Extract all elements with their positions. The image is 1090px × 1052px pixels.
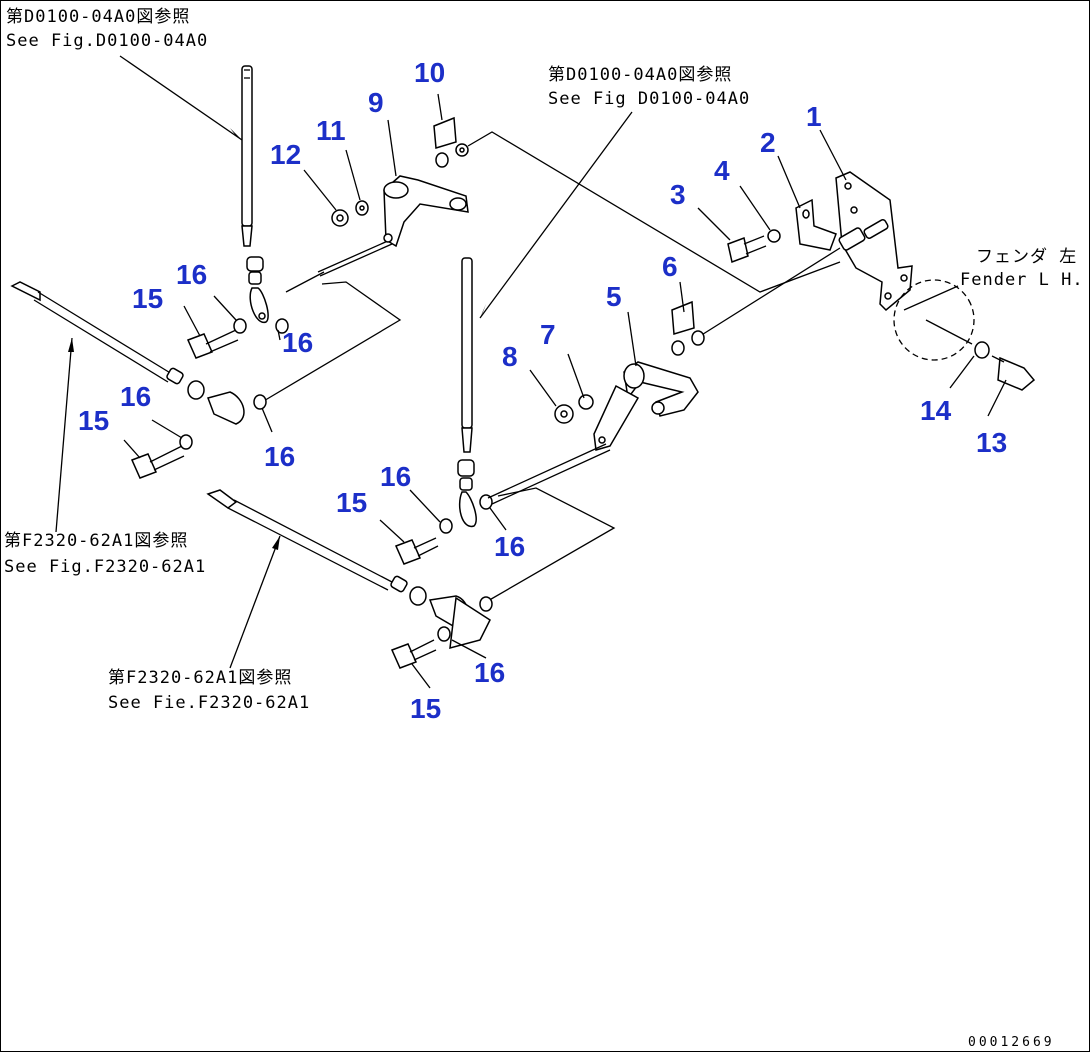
callout-15-d: 15 xyxy=(410,693,441,724)
reference-leaders xyxy=(55,55,959,669)
bracket-part-1 xyxy=(835,171,913,312)
callout-16-c: 16 xyxy=(120,381,151,412)
ref-b-en: See Fig D0100-04A0 xyxy=(548,89,750,109)
bolt-part-15-upper xyxy=(186,329,239,359)
rod-end-left xyxy=(246,256,269,323)
callout-15-b: 15 xyxy=(78,405,109,436)
clamp-part-2 xyxy=(795,198,837,251)
washer-part-6 xyxy=(671,300,705,356)
fender-disc xyxy=(893,279,975,361)
long-rod-left xyxy=(10,281,245,425)
ref-a-en: See Fig.D0100-04A0 xyxy=(6,31,208,51)
assembly-lines xyxy=(261,131,841,603)
callout-4: 4 xyxy=(714,155,730,186)
lever-part-5 xyxy=(487,361,699,505)
bolt-part-15-middle xyxy=(130,445,185,479)
ref-a-jp: 第D0100-04A0図参照 xyxy=(6,7,190,27)
upper-rod-left xyxy=(241,65,253,247)
callout-16-d: 16 xyxy=(264,441,295,472)
long-rod-lower xyxy=(206,489,493,650)
nut-part-8 xyxy=(554,404,574,424)
callout-16-g: 16 xyxy=(474,657,505,688)
bolt-part-3 xyxy=(727,235,767,264)
callout-9: 9 xyxy=(368,87,384,118)
callout-8: 8 xyxy=(502,341,518,372)
bolt-part-15-lower xyxy=(390,639,437,669)
callout-16-b: 16 xyxy=(282,327,313,358)
callout-3: 3 xyxy=(670,179,686,210)
washer-part-4 xyxy=(767,229,781,243)
callout-14: 14 xyxy=(920,395,952,426)
callout-12: 12 xyxy=(270,139,301,170)
nut-part-10 xyxy=(433,116,469,168)
drawing-number: 00012669 xyxy=(968,1035,1055,1050)
center-rod xyxy=(457,257,477,528)
washer-part-7 xyxy=(578,394,594,410)
fender-jp: フェンダ 左 xyxy=(976,247,1077,267)
callout-leaders xyxy=(123,93,1007,689)
washer-part-14 xyxy=(974,341,990,359)
nut-part-11 xyxy=(355,200,369,216)
callout-15-c: 15 xyxy=(336,487,367,518)
ref-b-jp: 第D0100-04A0図参照 xyxy=(548,65,732,85)
callout-numbers: 1 2 3 4 5 6 7 8 9 10 11 12 13 14 15 15 1… xyxy=(78,57,1007,724)
callout-15-a: 15 xyxy=(132,283,163,314)
nut-part-12 xyxy=(331,209,349,227)
callout-16-f: 16 xyxy=(494,531,525,562)
fender-en: Fender L H. xyxy=(960,270,1084,290)
ref-c-jp: 第F2320-62A1図参照 xyxy=(4,531,188,551)
callout-2: 2 xyxy=(760,127,776,158)
lever-part-9 xyxy=(317,175,469,277)
callout-5: 5 xyxy=(606,281,622,312)
callout-10: 10 xyxy=(414,57,445,88)
callout-7: 7 xyxy=(540,319,556,350)
bolt-part-13 xyxy=(991,355,1036,391)
callout-11: 11 xyxy=(316,115,346,146)
ref-c-en: See Fig.F2320-62A1 xyxy=(4,557,206,577)
callout-13: 13 xyxy=(976,427,1007,458)
callout-1: 1 xyxy=(806,101,822,132)
bolt-part-15-center xyxy=(394,494,493,565)
ref-d-en: See Fie.F2320-62A1 xyxy=(108,693,310,713)
callout-16-a: 16 xyxy=(176,259,207,290)
ref-d-jp: 第F2320-62A1図参照 xyxy=(108,668,292,688)
callout-6: 6 xyxy=(662,251,678,282)
washers-left xyxy=(179,318,289,450)
callout-16-e: 16 xyxy=(380,461,411,492)
